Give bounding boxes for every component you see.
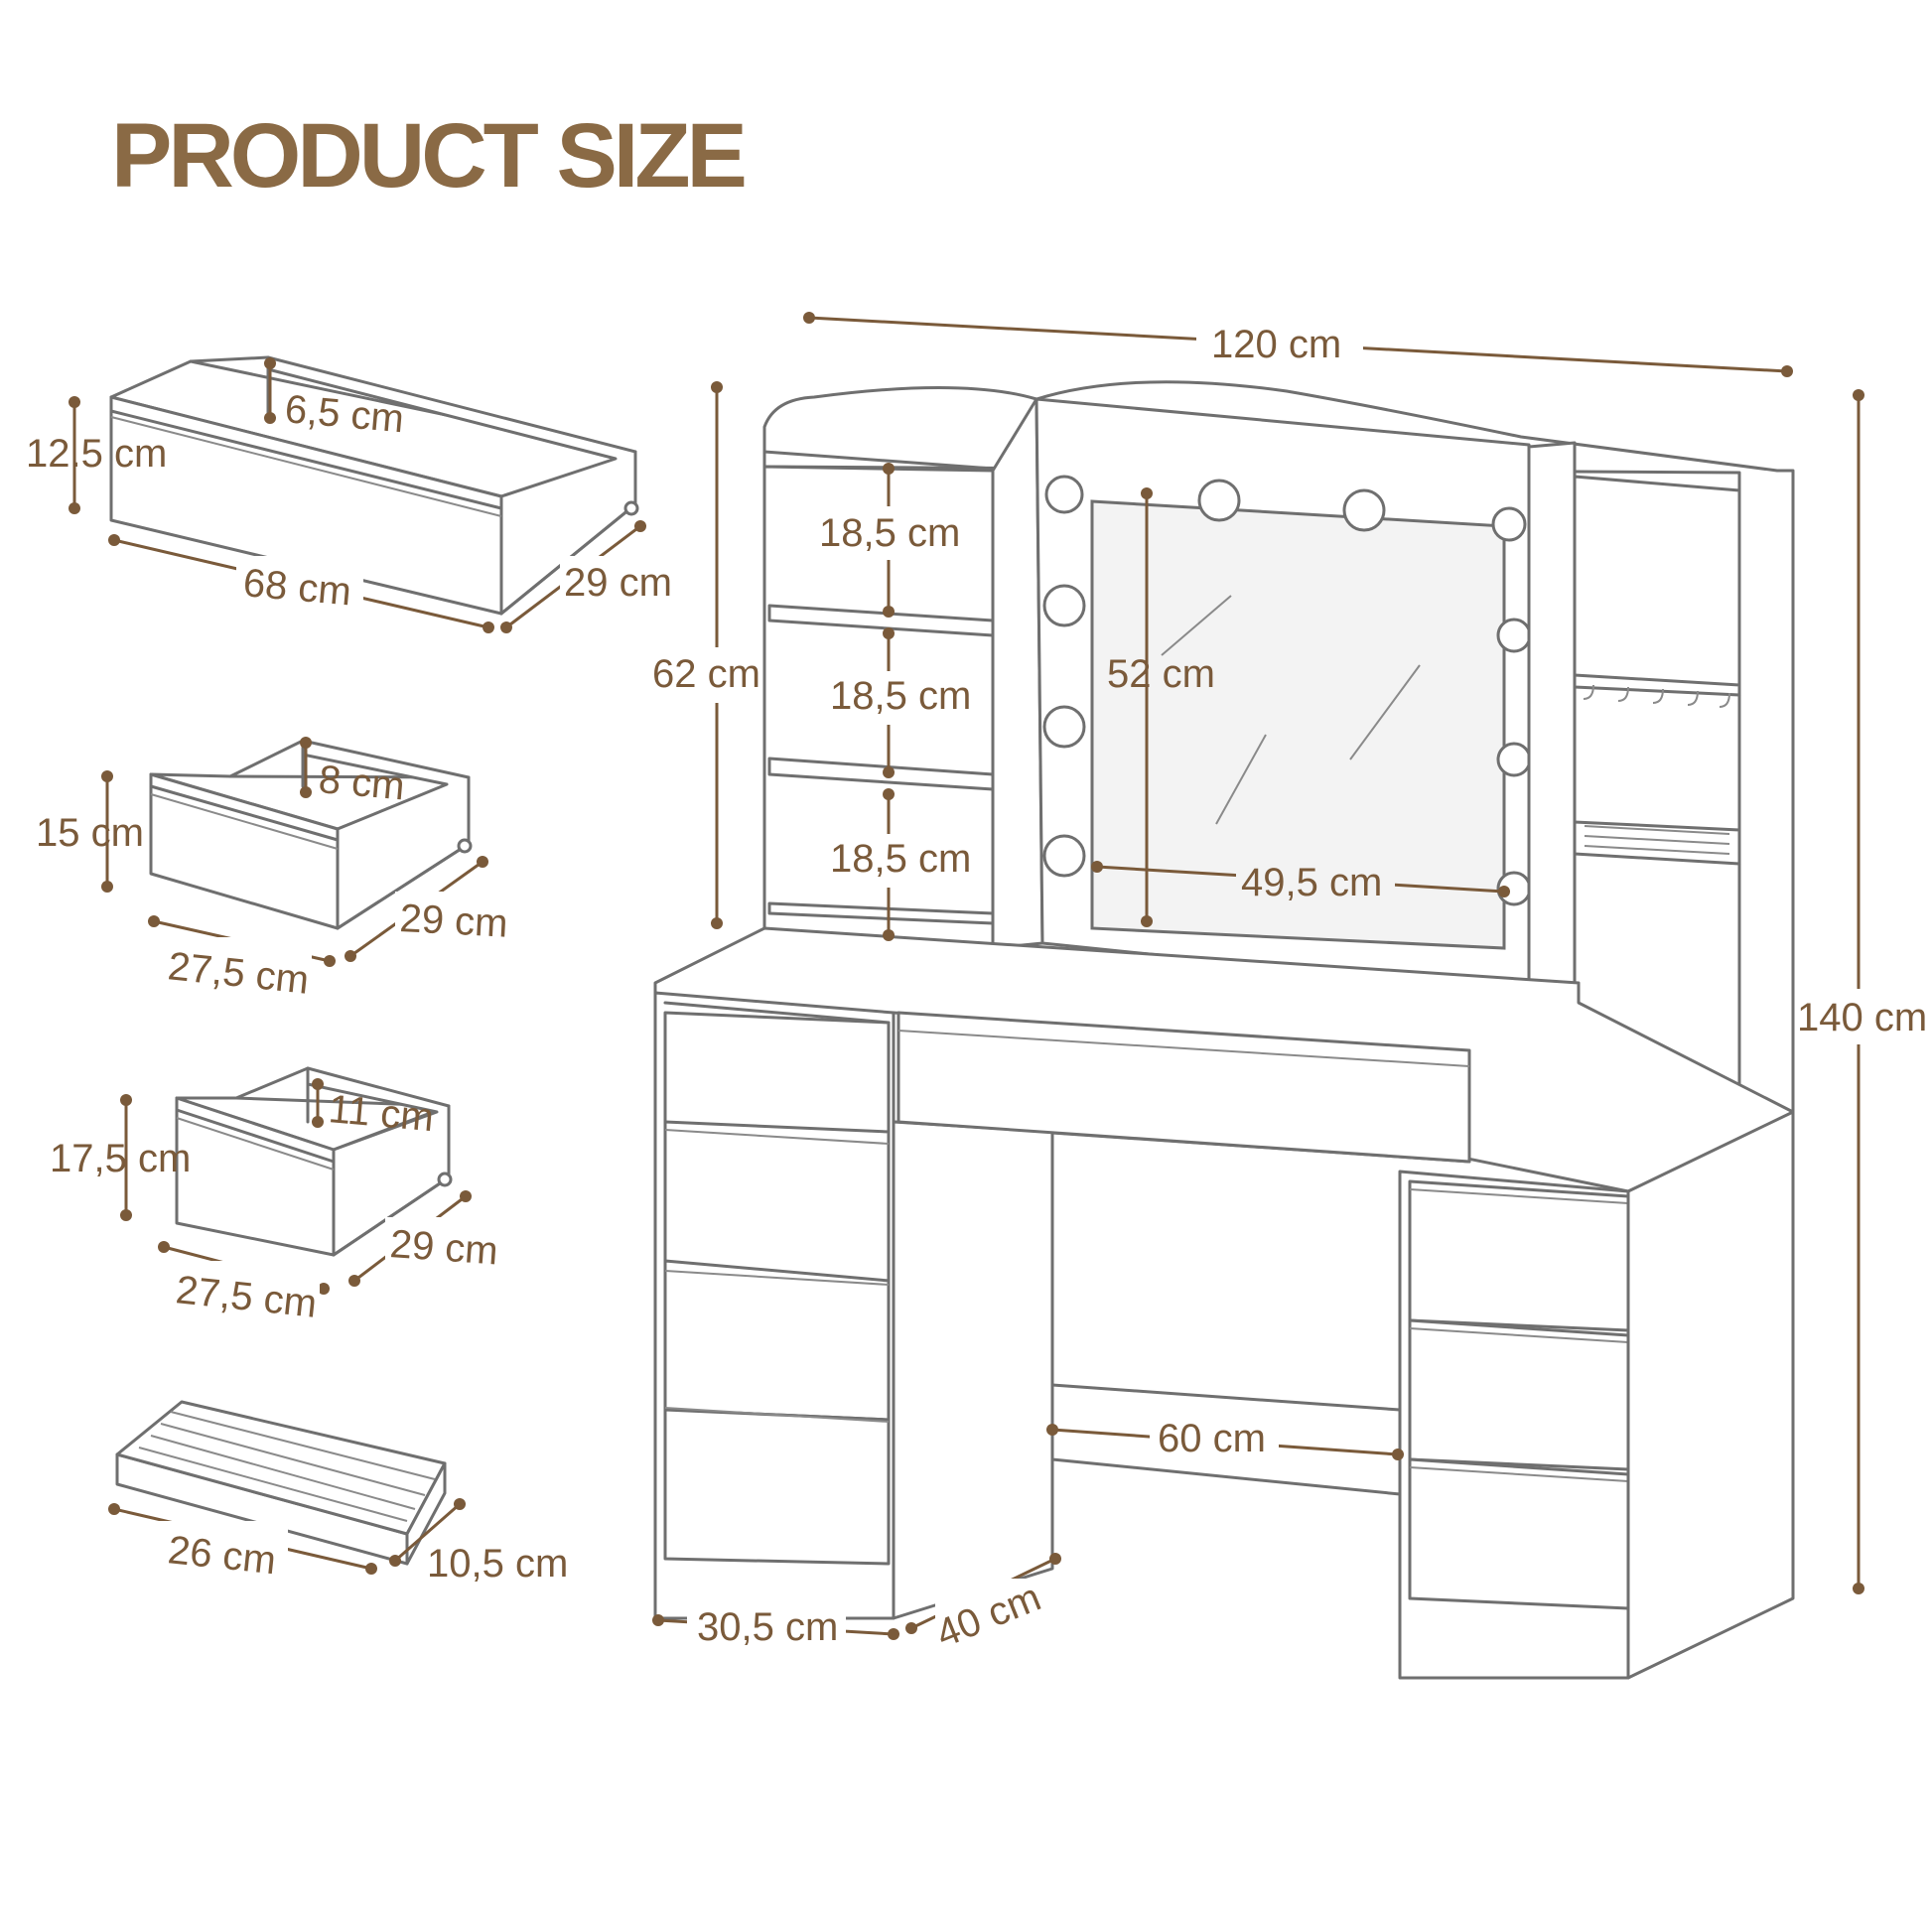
small-drawer-height-label: 15 cm <box>36 811 144 855</box>
medium-drawer-dimensions: 17,5 cm 11 cm 27,5 cm 29 cm <box>50 1078 508 1326</box>
small-drawer-inner-height-label: 8 cm <box>317 758 406 808</box>
vanity-dimensions: 120 cm 140 cm 62 cm 18,5 cm 18,5 cm 18,5… <box>650 312 1930 1656</box>
large-drawer-height-label: 12.5 cm <box>26 432 167 476</box>
hutch-height-label: 62 cm <box>652 652 760 696</box>
medium-drawer-inner-height-label: 11 cm <box>327 1087 435 1140</box>
medium-drawer-depth-label: 29 cm <box>388 1222 499 1273</box>
vanity-illustration <box>653 380 1795 1680</box>
jewelry-tray-illustration <box>115 1400 447 1566</box>
large-drawer-width-label: 68 cm <box>241 561 352 614</box>
large-drawer-depth-label: 29 cm <box>564 561 672 605</box>
large-drawer-inner-height-label: 6,5 cm <box>283 387 405 441</box>
small-drawer-illustration <box>149 739 473 930</box>
jewelry-tray-dimensions: 26 cm 10,5 cm <box>108 1498 568 1586</box>
large-drawer-illustration <box>109 355 639 616</box>
mirror-height-label: 52 cm <box>1107 652 1215 696</box>
total-width-label: 120 cm <box>1211 323 1341 366</box>
shelf-height-1-label: 18,5 cm <box>819 511 960 555</box>
total-height-label: 140 cm <box>1797 996 1927 1039</box>
large-drawer-dimensions: 12.5 cm 6,5 cm 68 cm 29 cm <box>26 357 679 633</box>
shelf-height-3-label: 18,5 cm <box>830 837 971 881</box>
medium-drawer-height-label: 17,5 cm <box>50 1137 191 1180</box>
legroom-width-label: 60 cm <box>1158 1417 1266 1460</box>
small-drawer-depth-label: 29 cm <box>399 897 509 946</box>
shelf-height-2-label: 18,5 cm <box>830 674 971 718</box>
jewelry-tray-depth-label: 10,5 cm <box>427 1542 568 1586</box>
page-title: PRODUCT SIZE <box>111 105 745 207</box>
cabinet-width-label: 30,5 cm <box>697 1605 838 1649</box>
mirror-width-label: 49,5 cm <box>1241 861 1382 904</box>
